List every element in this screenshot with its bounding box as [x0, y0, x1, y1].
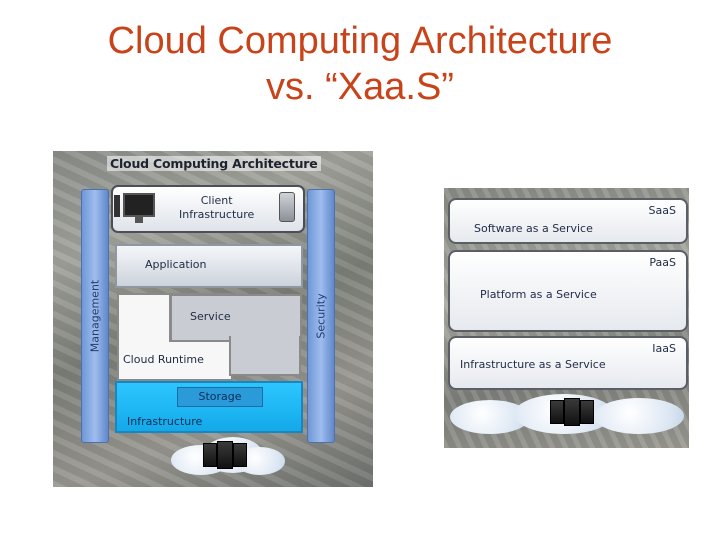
application-layer: Application: [115, 244, 303, 288]
iaas-label: Infrastructure as a Service: [460, 358, 606, 371]
slide-title-line2: vs. “Xaa.S”: [266, 66, 454, 108]
service-layer-extension: [229, 336, 301, 376]
application-label: Application: [145, 258, 207, 271]
smartphone-icon: [279, 192, 295, 222]
iaas-tag: IaaS: [652, 342, 676, 355]
cloud-architecture-diagram: Cloud Computing Architecture Management …: [53, 151, 373, 487]
security-pillar: Security: [307, 189, 335, 443]
desktop-computer-icon: [114, 195, 120, 217]
client-infrastructure-label: Client Infrastructure: [179, 194, 255, 221]
paas-label: Platform as a Service: [480, 288, 597, 301]
xaas-diagram: SaaS Software as a Service PaaS Platform…: [444, 188, 689, 448]
paas-layer: PaaS Platform as a Service: [448, 250, 688, 332]
slide-title-line1: Cloud Computing Architecture: [107, 20, 613, 62]
diagram-title: Cloud Computing Architecture: [107, 156, 321, 171]
paas-tag: PaaS: [649, 256, 676, 269]
service-label: Service: [190, 310, 231, 323]
management-label: Management: [88, 279, 102, 353]
cloud-runtime-label: Cloud Runtime: [123, 353, 204, 366]
infrastructure-label: Infrastructure: [127, 415, 203, 428]
iaas-layer: IaaS Infrastructure as a Service: [448, 336, 688, 390]
security-label: Security: [314, 293, 328, 339]
client-infrastructure-box: Client Infrastructure: [111, 185, 305, 233]
saas-layer: SaaS Software as a Service: [448, 198, 688, 244]
management-pillar: Management: [81, 189, 109, 443]
saas-label: Software as a Service: [474, 222, 593, 235]
saas-tag: SaaS: [648, 204, 676, 217]
monitor-icon: [123, 193, 155, 223]
storage-layer: Storage: [177, 387, 263, 407]
slide-title: Cloud Computing Architecture vs. “Xaa.S”: [0, 18, 720, 110]
service-layer: Service: [169, 294, 302, 342]
